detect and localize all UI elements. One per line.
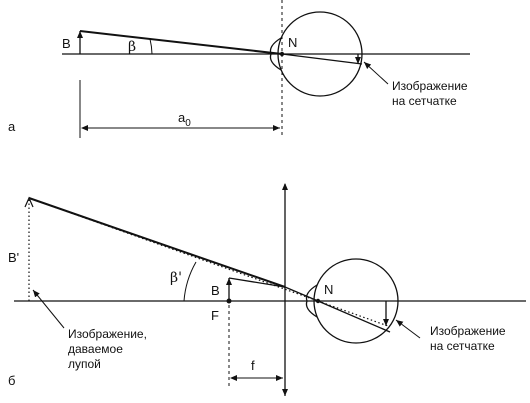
dotted-ray-b bbox=[28, 197, 319, 302]
angle-label-a: β bbox=[128, 39, 136, 55]
panel-label-a: а bbox=[8, 119, 16, 134]
angle-arc-b bbox=[183, 261, 197, 302]
object-to-lens-ray bbox=[228, 277, 286, 288]
chief-ray-b bbox=[28, 197, 286, 288]
retina-leader-a bbox=[363, 61, 389, 85]
virtual-image-label: B' bbox=[8, 250, 19, 265]
eyeball-b bbox=[313, 258, 399, 344]
nodal-point-b bbox=[315, 298, 321, 304]
lens-caption-3: лупой bbox=[68, 357, 101, 371]
focus-label: F bbox=[211, 308, 219, 323]
dotted-ray-inside-eye bbox=[317, 300, 389, 327]
retina-leader-b bbox=[395, 319, 421, 339]
panel-b: B' β' B F N f Изображение, даваемое лупо… bbox=[8, 183, 526, 396]
nodal-label-b: N bbox=[324, 282, 333, 297]
angle-label-b: β' bbox=[170, 270, 182, 286]
ray-inside-eye-a bbox=[281, 53, 363, 65]
focal-point bbox=[226, 298, 232, 304]
panel-a: B β N a0 Изображение на сетчатке а bbox=[8, 0, 470, 138]
angle-arc-a bbox=[149, 38, 153, 55]
cornea-a bbox=[269, 37, 282, 71]
eyeball-a bbox=[277, 11, 363, 97]
retina-caption-b-2: на сетчатке bbox=[430, 339, 495, 353]
retina-caption-a-2: на сетчатке bbox=[392, 94, 457, 108]
focal-length-label: f bbox=[251, 358, 255, 373]
lens-caption-1: Изображение, bbox=[68, 327, 147, 341]
chief-ray-a bbox=[79, 30, 283, 55]
object-label-a: B bbox=[62, 36, 71, 51]
nodal-label-a: N bbox=[288, 35, 297, 50]
cornea-b bbox=[305, 284, 318, 318]
ray-inside-eye-b bbox=[317, 300, 391, 333]
retina-caption-b-1: Изображение bbox=[430, 324, 506, 338]
virtual-image-leader bbox=[32, 289, 65, 329]
lens-caption-2: даваемое bbox=[68, 342, 123, 356]
retina-caption-a-1: Изображение bbox=[392, 79, 468, 93]
distance-label-a: a0 bbox=[178, 110, 191, 129]
lens-to-nodal-ray bbox=[284, 286, 319, 302]
object-label-b: B bbox=[211, 283, 220, 298]
panel-label-b: б bbox=[8, 373, 15, 388]
nodal-point-a bbox=[279, 51, 285, 57]
